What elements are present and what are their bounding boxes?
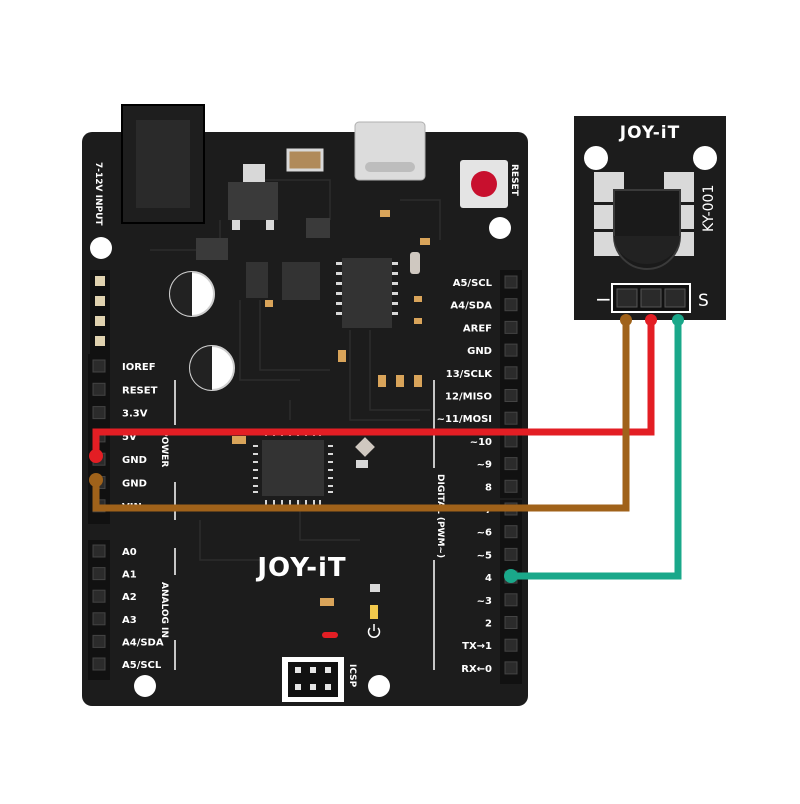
header-pin xyxy=(504,457,518,471)
left-pin-label: A5/SCL xyxy=(122,660,162,671)
board-brand-logo: JOY-iT xyxy=(255,553,346,583)
right-pin-label: A5/SCL xyxy=(453,278,493,289)
digital-section-label: DIGITAL (PWM~) xyxy=(435,474,445,558)
temperature-sensor-chip xyxy=(613,189,681,270)
header-pin xyxy=(92,382,106,396)
right-pin-label: ~10 xyxy=(470,437,492,448)
aux-header xyxy=(90,270,110,354)
header-pin xyxy=(504,525,518,539)
header-pin xyxy=(504,298,518,312)
right-pin-label: AREF xyxy=(463,323,492,334)
header-pin xyxy=(92,544,106,558)
mounting-hole xyxy=(90,237,112,259)
header-pin xyxy=(92,657,106,671)
mounting-hole xyxy=(368,675,390,697)
sensor-pin-minus-label: − xyxy=(595,287,612,311)
header-pin xyxy=(504,320,518,334)
right-pin-label: GND xyxy=(467,346,492,357)
right-pin-label: 4 xyxy=(485,573,492,584)
wires xyxy=(89,314,684,583)
usb-controller xyxy=(342,258,392,328)
header-pin xyxy=(92,567,106,581)
power-icon xyxy=(367,624,381,639)
header-pin xyxy=(504,389,518,402)
left-pin-label: A1 xyxy=(122,570,137,581)
header-pin xyxy=(504,661,518,675)
capacitor-2 xyxy=(189,345,235,391)
usb-chip xyxy=(282,262,320,300)
mounting-hole xyxy=(489,217,511,239)
power-led xyxy=(322,632,338,638)
left-pin-label: IOREF xyxy=(122,362,156,373)
sensor-pin-signal-label: S xyxy=(698,291,709,311)
mounting-hole xyxy=(134,675,156,697)
sensor-brand-logo: JOY-iT xyxy=(619,123,680,143)
header-pin xyxy=(504,616,518,629)
right-pin-label: 13/SCLK xyxy=(446,369,493,380)
ky001-sensor-module: JOY-iT KY-001 − S xyxy=(574,116,726,320)
arduino-board: JOY-iT 7-12V INPUT RESET POWER ANALOG IN… xyxy=(82,104,528,706)
right-pin-label: 8 xyxy=(485,482,492,493)
reset-label: RESET xyxy=(509,164,519,197)
header-pin xyxy=(92,589,106,603)
capacitor-1 xyxy=(169,271,215,317)
header-pin xyxy=(504,547,518,561)
right-pin-label: A4/SDA xyxy=(450,301,492,312)
5v-wire-end xyxy=(89,449,103,463)
right-pin-label: TX→1 xyxy=(462,641,492,652)
microcontroller xyxy=(253,431,333,505)
analog-section-label: ANALOG IN xyxy=(159,582,169,638)
header-pin xyxy=(92,634,106,648)
gnd-wire xyxy=(92,318,630,512)
header-pin xyxy=(504,638,518,652)
crystal xyxy=(286,148,324,172)
signal-wire xyxy=(511,318,682,580)
5v-wire xyxy=(92,318,655,456)
voltage-regulator xyxy=(228,182,278,220)
right-pin-label: 2 xyxy=(485,619,492,630)
right-pin-label: ~9 xyxy=(477,460,492,471)
left-pin-label: A3 xyxy=(122,615,137,626)
left-pin-label: 5V xyxy=(122,432,137,443)
power-section-label: POWER xyxy=(159,430,169,467)
left-pin-label: A4/SDA xyxy=(122,637,164,648)
header-pin xyxy=(504,343,518,357)
icsp-header xyxy=(282,657,344,702)
left-pin-label: A2 xyxy=(122,592,137,603)
signal-wire-end xyxy=(504,569,518,583)
sensor-mounting-hole xyxy=(584,146,608,170)
right-pin-label: RX←0 xyxy=(461,664,492,675)
reset-button-cap[interactable] xyxy=(471,171,497,197)
header-pin xyxy=(504,434,518,448)
right-pin-label: ~5 xyxy=(477,550,492,561)
header-pin xyxy=(92,406,106,420)
header-pin xyxy=(504,411,518,425)
right-pin-label: ~11/MOSI xyxy=(437,414,492,425)
right-pin-label: ~3 xyxy=(477,596,492,607)
left-pin-label: A0 xyxy=(122,547,137,558)
header-pin xyxy=(92,359,106,373)
right-pin-label: 12/MISO xyxy=(445,392,492,403)
signal-wire-sensor-end xyxy=(672,314,684,326)
left-pin-label: GND xyxy=(122,479,147,490)
right-pin-header: A5/SCL A4/SDA AREF GND 13/SCLK 12/MISO ~11/MOS… xyxy=(437,270,522,684)
gnd-wire-sensor-end xyxy=(620,314,632,326)
digital-low-header-block xyxy=(500,500,522,684)
power-input-label: 7-12V INPUT xyxy=(93,162,103,226)
left-pin-label: 3.3V xyxy=(122,409,148,420)
header-pin xyxy=(504,479,518,493)
header-pin xyxy=(504,593,518,607)
gnd-wire-end xyxy=(89,473,103,487)
left-pin-label: GND xyxy=(122,455,147,466)
header-pin xyxy=(504,275,518,289)
header-pin xyxy=(504,366,518,380)
left-pin-label: RESET xyxy=(122,385,158,396)
sensor-mounting-hole xyxy=(693,146,717,170)
5v-wire-sensor-end xyxy=(645,314,657,326)
icsp-label: ICSP xyxy=(347,664,357,688)
header-pin xyxy=(92,612,106,626)
right-pin-label: ~6 xyxy=(477,528,492,539)
sensor-model-label: KY-001 xyxy=(701,185,717,232)
